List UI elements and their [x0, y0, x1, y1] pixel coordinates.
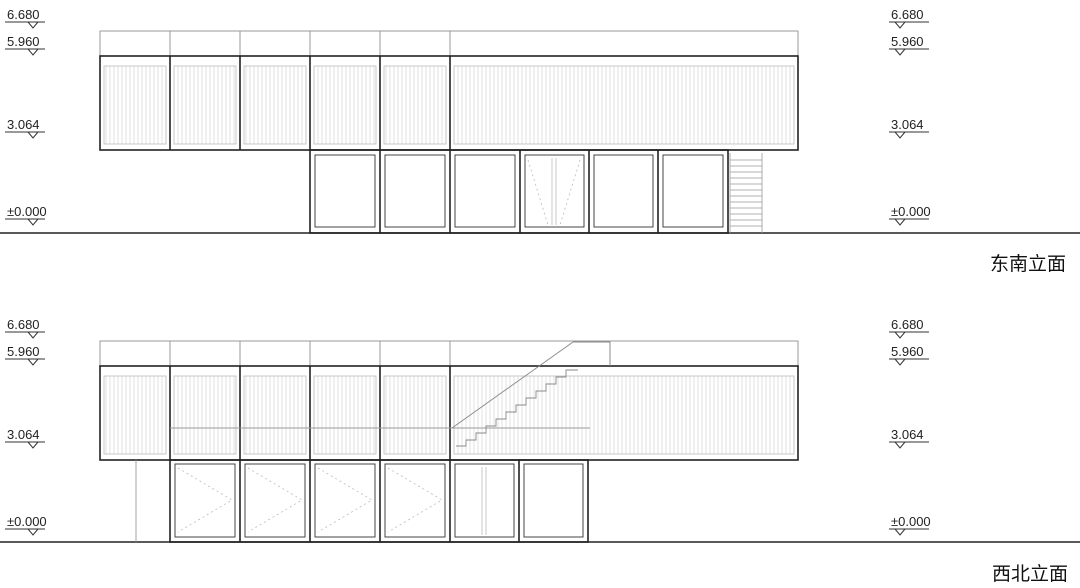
level-marker-icon [27, 131, 39, 139]
level-marker-icon [27, 528, 39, 536]
level-marker-icon [894, 21, 906, 29]
corrugated-panel [383, 375, 447, 455]
level-marker-icon [894, 331, 906, 339]
levels-left: 6.680 5.960 3.064 ±0.000 [5, 7, 47, 226]
upper-container-band [99, 55, 799, 151]
level-label: ±0.000 [7, 514, 47, 529]
level-marker-icon [27, 358, 39, 366]
level-label: 3.064 [7, 117, 40, 132]
glazed-panel [244, 463, 306, 538]
upper-container-band [99, 341, 799, 461]
corrugated-panel [173, 65, 237, 145]
level-marker-icon [894, 358, 906, 366]
glazed-door [524, 154, 585, 228]
exterior-stair [729, 153, 763, 233]
corrugated-panel [453, 65, 795, 145]
level-label: 3.064 [891, 427, 924, 442]
glazed-panel [593, 154, 654, 228]
northwest-elevation: 6.680 5.960 3.064 ±0.000 6.680 5.960 3.0… [0, 317, 1080, 585]
level-label: 5.960 [7, 34, 40, 49]
corrugated-panel [453, 375, 795, 455]
level-label: ±0.000 [7, 204, 47, 219]
level-label: 6.680 [891, 317, 924, 332]
levels-left: 6.680 5.960 3.064 ±0.000 [5, 317, 47, 536]
glazed-panel [384, 463, 446, 538]
corrugated-panel [103, 65, 167, 145]
levels-right: 6.680 5.960 3.064 ±0.000 [889, 7, 931, 226]
level-label: 6.680 [7, 7, 40, 22]
levels-right: 6.680 5.960 3.064 ±0.000 [889, 317, 931, 536]
glazed-panel [454, 154, 516, 228]
glazed-panel [662, 154, 724, 228]
level-marker-icon [27, 48, 39, 56]
level-marker-icon [894, 48, 906, 56]
level-marker-icon [27, 331, 39, 339]
corrugated-panel [173, 375, 237, 455]
level-marker-icon [894, 131, 906, 139]
corrugated-panel [383, 65, 447, 145]
level-label: 5.960 [891, 34, 924, 49]
lower-container-band [309, 149, 763, 234]
glazed-panel [174, 463, 236, 538]
corrugated-panel [243, 65, 307, 145]
level-marker-icon [27, 441, 39, 449]
elevation-title: 东南立面 [990, 253, 1066, 275]
level-marker-icon [894, 218, 906, 226]
glazed-panel [314, 463, 376, 538]
level-label: 3.064 [891, 117, 924, 132]
parapet-row [99, 340, 799, 367]
corrugated-panel [313, 375, 377, 455]
parapet-row [99, 30, 799, 57]
level-label: ±0.000 [891, 514, 931, 529]
lower-container-band [135, 459, 589, 543]
level-label: 3.064 [7, 427, 40, 442]
level-marker-icon [27, 21, 39, 29]
elevation-title: 西北立面 [992, 563, 1068, 585]
glazed-panel [523, 463, 584, 538]
level-label: 6.680 [891, 7, 924, 22]
level-marker-icon [894, 528, 906, 536]
glazed-panel [384, 154, 446, 228]
corrugated-panel [243, 375, 307, 455]
level-marker-icon [894, 441, 906, 449]
corrugated-panel [313, 65, 377, 145]
level-marker-icon [27, 218, 39, 226]
level-label: 6.680 [7, 317, 40, 332]
glazed-door [454, 463, 515, 538]
glazed-panel [314, 154, 376, 228]
internal-stair [451, 341, 611, 447]
level-label: 5.960 [891, 344, 924, 359]
level-label: 5.960 [7, 344, 40, 359]
corrugated-panel [103, 375, 167, 455]
level-label: ±0.000 [891, 204, 931, 219]
southeast-elevation: 6.680 5.960 3.064 ±0.000 6.680 5.960 3.0… [0, 7, 1080, 275]
